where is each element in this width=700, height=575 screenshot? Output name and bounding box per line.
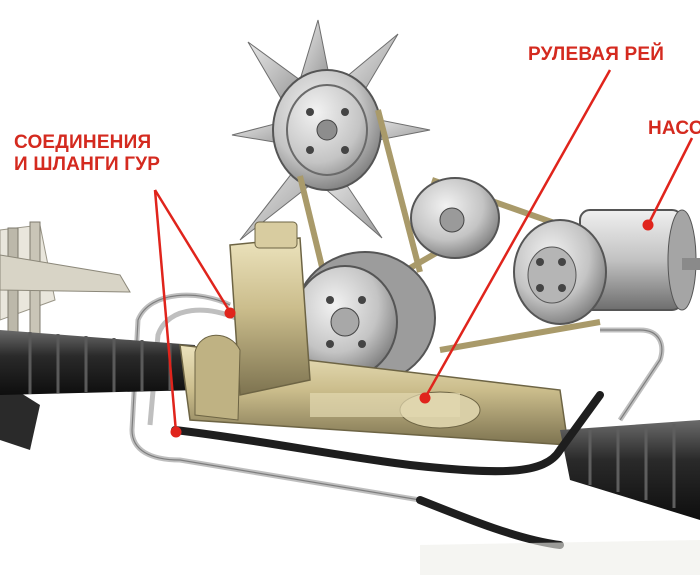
background-shadow — [420, 540, 700, 575]
fan-pulley-icon — [272, 69, 382, 191]
steering-rack-icon — [179, 221, 569, 446]
hoses-label-line2: И ШЛАНГИ ГУР — [14, 154, 161, 175]
rack-label: РУЛЕВАЯ РЕЙ — [528, 44, 665, 65]
left-chassis-bracket — [0, 221, 131, 450]
callout-lines — [153, 69, 694, 433]
idler-pulley-icon — [292, 251, 436, 385]
tensioner-pulley-icon — [410, 177, 500, 259]
pressure-hose — [171, 391, 604, 549]
pump-label: НАСО — [648, 118, 700, 139]
pump-icon — [513, 209, 700, 325]
right-bellows-icon — [560, 420, 700, 520]
hoses-label-line1: СОЕДИНЕНИЯ — [14, 132, 152, 153]
hoses-label: СОЕДИНЕНИЯ И ШЛАНГИ ГУР — [14, 132, 160, 176]
callout-markers — [170, 219, 654, 438]
